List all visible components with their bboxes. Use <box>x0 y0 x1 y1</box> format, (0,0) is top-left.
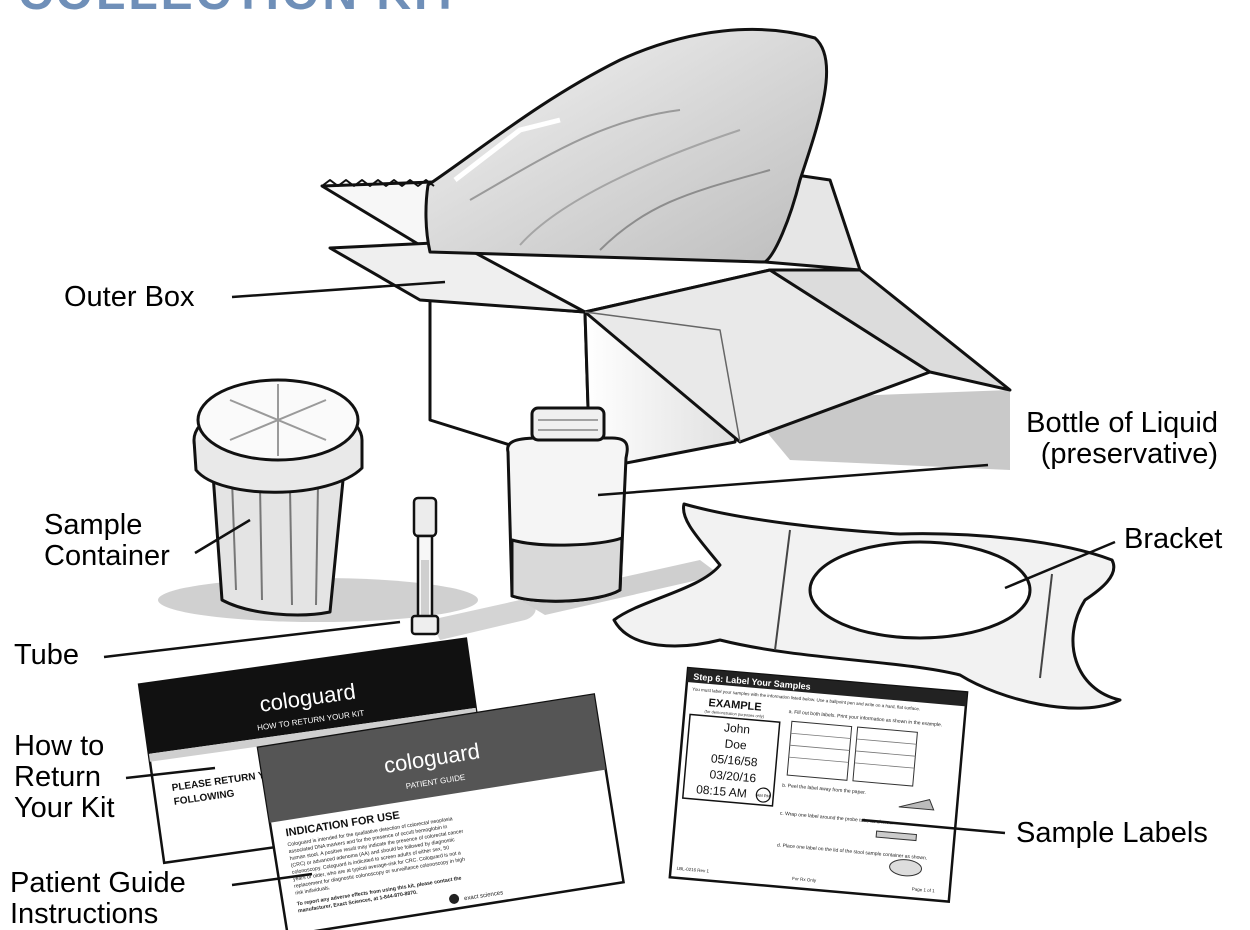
label-bottle: Bottle of Liquid (preservative) <box>1026 408 1218 470</box>
label-how-to-return-line-3: Your Kit <box>14 793 115 824</box>
leader-bottle <box>598 465 988 495</box>
label-how-to-return-line-1: How to <box>14 731 115 762</box>
example-last-name: Doe <box>724 737 747 753</box>
label-patient-guide-line-2: Instructions <box>10 899 186 930</box>
label-patient-guide-line-1: Patient Guide <box>10 868 186 899</box>
label-outer-box: Outer Box <box>64 282 195 313</box>
label-sample-labels: Sample Labels <box>1016 818 1208 849</box>
label-bottle-line-2: (preservative) <box>1026 439 1218 470</box>
label-patient-guide: Patient Guide Instructions <box>10 868 186 930</box>
leader-tube <box>104 622 400 657</box>
label-how-to-return-line-2: Return <box>14 762 115 793</box>
label-how-to-return: How to Return Your Kit <box>14 731 115 824</box>
label-sample-container-line-1: Sample <box>44 510 170 541</box>
label-sample-container-line-2: Container <box>44 541 170 572</box>
sample-labels-sheet: Step 6: Label Your Samples You must labe… <box>670 668 967 902</box>
example-first-name: John <box>723 720 750 736</box>
label-bottle-line-1: Bottle of Liquid <box>1026 408 1218 439</box>
label-bracket: Bracket <box>1124 524 1222 555</box>
label-sample-container: Sample Container <box>44 510 170 572</box>
label-tube: Tube <box>14 640 79 671</box>
